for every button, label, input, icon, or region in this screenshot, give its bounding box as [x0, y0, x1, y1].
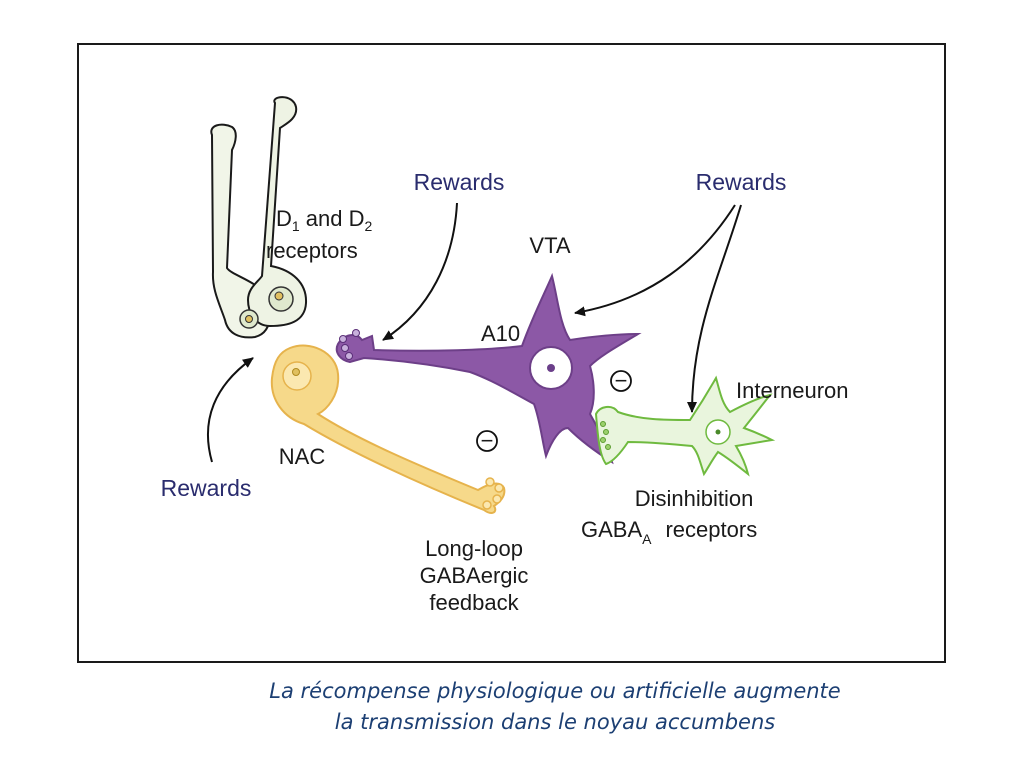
arrow-rewards-to-vta-soma: [574, 204, 736, 317]
nac-label: NAC: [279, 444, 326, 469]
svg-text:−: −: [481, 428, 494, 453]
rewards-label-top-center: Rewards: [414, 169, 505, 195]
svg-text:−: −: [615, 368, 628, 393]
long-loop-label-line1: Long-loop: [425, 536, 523, 561]
d1-d2-receptor-neurons: [210, 96, 308, 339]
receptor-neuron-front: [246, 96, 308, 328]
receptors-label: receptors: [266, 238, 358, 263]
disinhibition-label: Disinhibition: [635, 486, 754, 511]
interneuron: [594, 375, 776, 477]
long-loop-label-line2: GABAergic: [420, 563, 529, 588]
nac-neuron: [270, 344, 506, 514]
vta-a10-neuron: [335, 272, 642, 465]
inhibition-symbol-nac: −: [476, 428, 498, 453]
reward-arrows: [207, 202, 742, 463]
arrow-rewards-to-d-receptors: [207, 357, 254, 463]
arrow-rewards-to-interneuron: [687, 204, 742, 413]
caption-line-2: la transmission dans le noyau accumbens: [334, 710, 776, 734]
a10-label: A10: [481, 321, 520, 346]
vta-label: VTA: [529, 233, 570, 258]
inhibition-symbol-vta: −: [610, 368, 632, 393]
figure-caption: La récompense physiologique ou artificie…: [150, 676, 960, 738]
rewards-label-left: Rewards: [161, 475, 252, 501]
arrow-rewards-to-vta-axon-terminal: [382, 202, 458, 341]
d-receptors-label: D1 and D2: [276, 206, 373, 234]
interneuron-label: Interneuron: [736, 378, 849, 403]
caption-line-1: La récompense physiologique ou artificie…: [269, 679, 841, 703]
rewards-label-top-right: Rewards: [696, 169, 787, 195]
long-loop-label-line3: feedback: [429, 590, 519, 615]
